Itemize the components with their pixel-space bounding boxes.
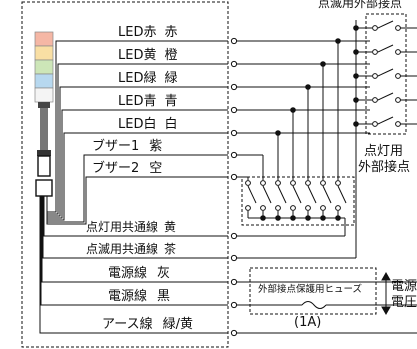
lighting-contacts-box [241,176,355,226]
blink-contacts-box [365,13,407,135]
unit-terminals [230,37,238,337]
wire-label-led-yellow: LED黄橙 [118,48,177,63]
wire-label-earth: アース線緑/黄 [102,316,193,332]
lighting-switches [245,180,347,219]
fuse-label: 外部接点保護用ヒューズ [258,283,363,295]
blink-switches [372,20,417,127]
pole [40,108,48,150]
wire-label-lighting-common: 点灯用共通線黄 [86,219,176,234]
base-bracket [37,155,51,177]
lamp-red [34,31,54,47]
wire-label-led-green: LED緑緑 [118,71,177,86]
junction-dots [260,25,359,221]
supply-label-2: 電圧 [391,295,417,310]
wire-label-led-white: LED白白 [118,116,177,132]
supply-label-1: 電源 [391,279,417,294]
lighting-contacts-label-1: 点灯用 [364,144,403,159]
unit-boundary [21,1,229,348]
wire-label-power-1: 電源線灰 [108,265,170,281]
signal-tower [34,31,54,197]
lighting-contacts-label-2: 外部接点 [358,159,410,175]
cable-gland [35,179,53,197]
wire-label-led-red: LED赤赤 [118,25,177,40]
pole-joint [37,150,51,156]
fuse-rating: (1A) [294,315,321,330]
wire-label-power-2: 電源線黒 [108,288,170,304]
supply-arrow [381,271,391,316]
external-wiring [237,20,417,334]
lamp-orange [34,45,54,61]
wire-label-blink-common: 点滅用共通線茶 [86,241,176,256]
lamp-white [34,87,54,103]
lamp-green [34,59,54,75]
fuse-box [249,267,377,315]
fuse-symbol [250,281,417,309]
wire-label-led-blue: LED青青 [118,94,177,109]
buzzer-ring [38,102,50,108]
blink-contacts-label: 点滅用外部接点 [318,0,402,10]
lamp-blue [34,73,54,89]
